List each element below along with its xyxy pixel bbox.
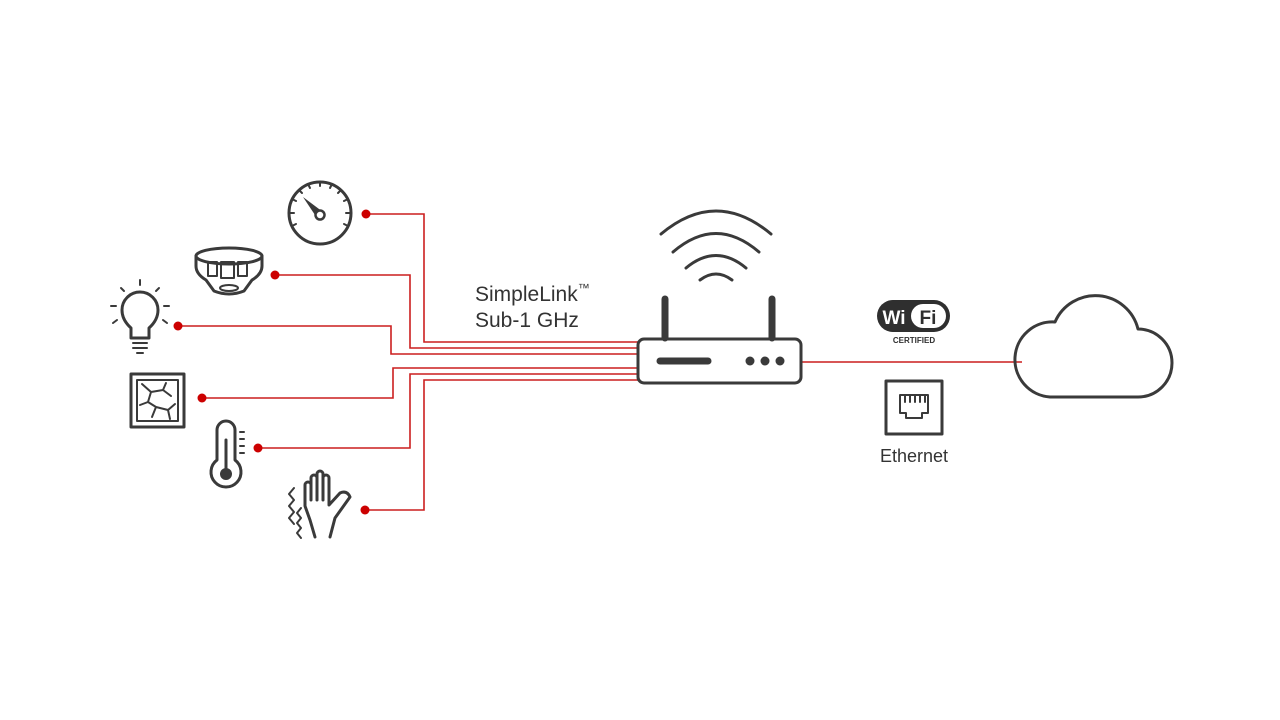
gateway-router (636, 209, 803, 385)
wifi-badge-certified: CERTIFIED (893, 336, 935, 345)
protocol-label: SimpleLink™ (475, 281, 590, 306)
router-body (636, 337, 803, 385)
glass-break-icon (129, 372, 186, 429)
motion-hand-icon (288, 469, 352, 539)
wifi-badge-wi: Wi (882, 308, 905, 329)
wire-gauge (366, 213, 638, 343)
wire-smoke-detector (275, 274, 638, 349)
light-bulb-icon (110, 279, 170, 354)
wire-dot-light-bulb (173, 321, 183, 331)
protocol-label-line2: Sub-1 GHz (475, 309, 579, 332)
wireless-waves-icon (659, 209, 773, 282)
protocol-label-line1: SimpleLink (475, 283, 578, 306)
wire-dot-glass-break (197, 393, 207, 403)
wire-thermometer (258, 373, 638, 449)
sensor-wires (173, 209, 638, 515)
wire-dot-smoke-detector (270, 270, 280, 280)
ethernet-label: Ethernet (880, 446, 948, 466)
wifi-badge-fi: Fi (920, 308, 937, 329)
wire-dot-thermometer (253, 443, 263, 453)
wifi-certified-badge: Wi Fi CERTIFIED (877, 300, 950, 345)
wire-dot-gauge (361, 209, 371, 219)
wire-dot-motion (360, 505, 370, 515)
thermometer-icon (209, 419, 245, 489)
wire-motion (365, 379, 638, 511)
wire-light-bulb (178, 325, 638, 355)
pressure-gauge-icon (287, 180, 353, 246)
smoke-detector-icon (194, 246, 264, 296)
ethernet-port-icon (884, 379, 944, 436)
wire-glass-break (202, 367, 638, 399)
cloud-icon (1013, 294, 1174, 399)
trademark-symbol: ™ (578, 281, 590, 295)
